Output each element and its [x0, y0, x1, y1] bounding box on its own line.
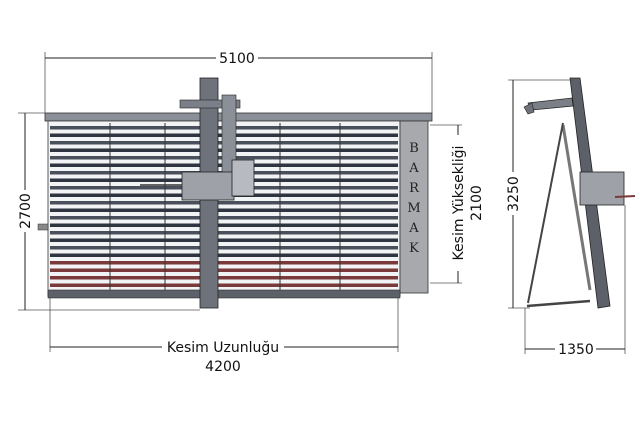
dimension-1350: 1350	[524, 205, 626, 358]
saw-carriage	[181, 171, 235, 201]
slat	[50, 261, 398, 265]
slat	[50, 268, 398, 272]
control-panel	[231, 159, 255, 197]
side-depth-label: 1350	[558, 342, 594, 358]
dimension-3250: 3250	[506, 79, 575, 309]
bottom-rail	[47, 289, 401, 299]
cut-length-value: 4200	[205, 359, 241, 375]
side-carriage	[579, 171, 625, 206]
slat	[50, 253, 398, 257]
dimension-2100: Kesim Yüksekliği 2100	[430, 124, 485, 284]
brand-letter: R	[409, 181, 420, 196]
slat	[50, 223, 398, 227]
support-leg	[527, 122, 564, 304]
brand-letter: B	[409, 141, 419, 156]
slat	[50, 283, 398, 287]
slat	[50, 216, 398, 220]
cut-height-label: Kesim Yüksekliği	[451, 146, 467, 261]
dimension-5100: 5100	[44, 51, 433, 113]
dimension-4200: Kesim Uzunluğu 4200	[49, 298, 399, 375]
width-label: 5100	[219, 51, 255, 67]
cut-length-label: Kesim Uzunluğu	[167, 340, 279, 356]
cut-height-value: 2100	[469, 185, 485, 221]
slat-profile	[561, 124, 592, 291]
slat	[50, 238, 398, 242]
dimension-2700: 2700	[18, 112, 200, 311]
slat	[50, 246, 398, 250]
base-foot	[526, 299, 591, 308]
arm-end	[523, 102, 535, 115]
brand-panel	[399, 120, 429, 294]
top-rail	[44, 112, 433, 122]
height-label: 2700	[18, 193, 34, 229]
slat	[50, 201, 398, 205]
brand-letter: A	[408, 221, 419, 236]
side-handle	[614, 195, 636, 198]
side-stop	[37, 223, 49, 231]
slat	[50, 208, 398, 212]
column-head	[179, 99, 241, 109]
top-arm	[527, 97, 574, 111]
side-view	[523, 77, 636, 309]
brand-letter: M	[407, 201, 420, 216]
side-height-label: 3250	[506, 176, 522, 212]
slat	[50, 231, 398, 235]
slat	[50, 276, 398, 280]
brand-letter: A	[408, 161, 419, 176]
brand-letter: K	[409, 241, 419, 256]
